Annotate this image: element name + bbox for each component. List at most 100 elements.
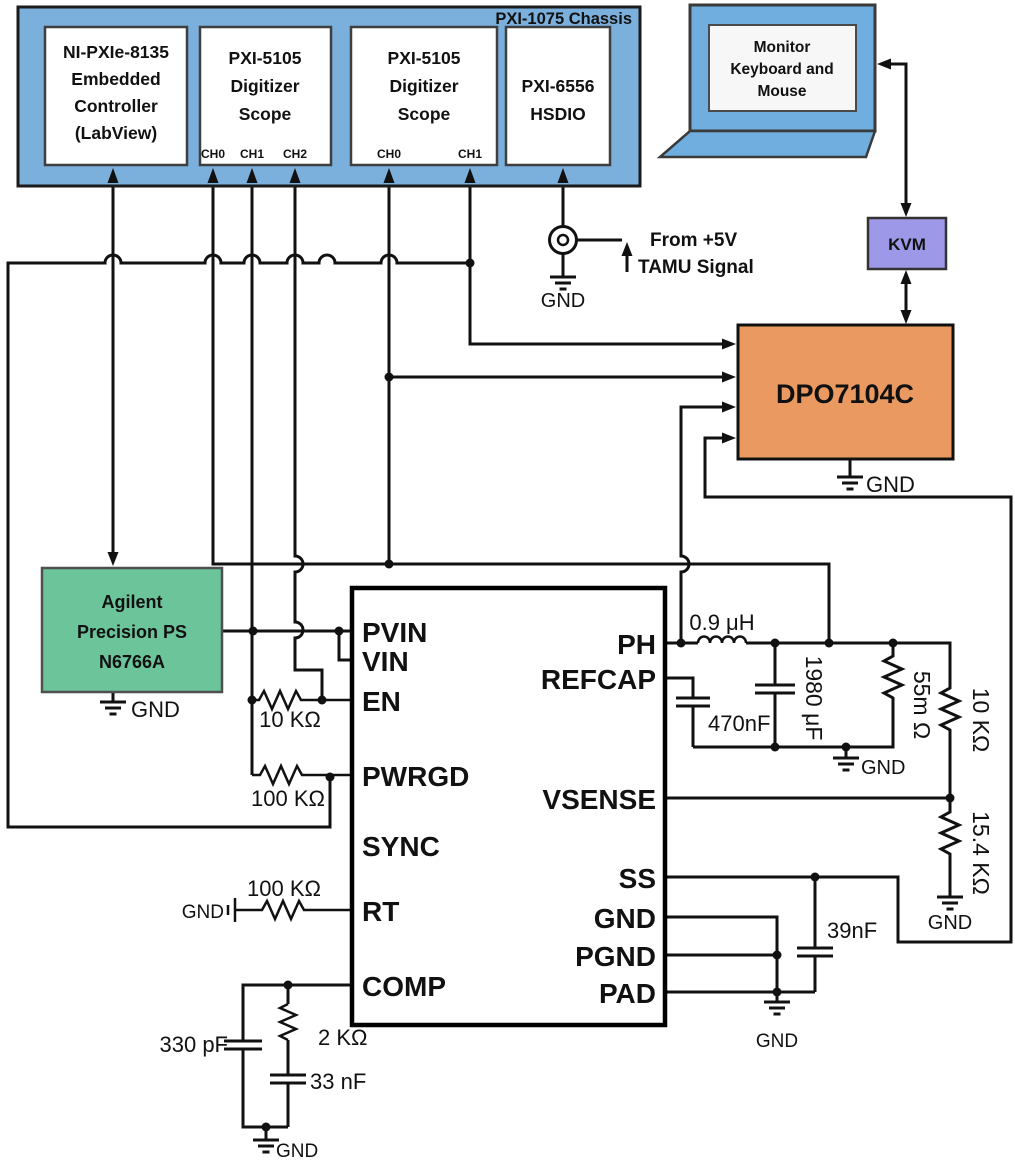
resistor-en-pullup <box>252 687 352 713</box>
gnd-label-supply: GND <box>131 697 180 722</box>
pin-rt: RT <box>362 896 399 927</box>
dig2-ch1-label: CH1 <box>458 147 482 161</box>
arrow-up-icon <box>900 270 912 284</box>
pin-pad: PAD <box>599 978 656 1009</box>
comp-cap2-value: 33 nF <box>310 1069 366 1094</box>
wire-hsdio-bnc <box>561 183 629 277</box>
wire-ch1b-dpo1 <box>468 183 722 346</box>
digitizer2-label: PXI-5105 <box>388 48 461 68</box>
ss-cap-value: 39nF <box>827 918 877 943</box>
arrow-down-icon <box>900 310 912 324</box>
wire-ph-dpo3 <box>679 405 722 643</box>
pwrgd-pullup-value: 100 KΩ <box>251 786 325 811</box>
pin-comp: COMP <box>362 971 446 1002</box>
rt-res-value: 100 KΩ <box>247 876 321 901</box>
ic-pins-right: PH REFCAP VSENSE SS GND PGND PAD <box>541 629 656 1009</box>
resistor-comp <box>276 1002 300 1042</box>
tamu-signal-label: From +5V <box>650 230 737 251</box>
pin-ss: SS <box>619 863 656 894</box>
arrow-up-icon <box>621 242 633 256</box>
monitor-label: Monitor <box>754 39 811 56</box>
dpo-label: DPO7104C <box>776 379 914 409</box>
wire-sense-rail <box>693 643 906 758</box>
gnd-label-fb: GND <box>928 912 972 934</box>
arrow-left-icon <box>877 58 891 70</box>
pin-vsense: VSENSE <box>542 784 656 815</box>
arrow-up-icon <box>207 168 219 183</box>
gnd-label-bnc: GND <box>541 290 585 312</box>
supply-label: Agilent <box>102 592 163 612</box>
dig1-ch0-label: CH0 <box>201 147 225 161</box>
inductor-value: 0.9 μH <box>689 610 754 635</box>
arrow-up-icon <box>464 168 476 183</box>
module-controller <box>43 25 189 167</box>
sense-res-value: 55m Ω <box>909 671 935 739</box>
pin-en: EN <box>362 686 401 717</box>
cap-ss <box>797 877 833 992</box>
arrow-up-icon <box>107 168 119 183</box>
fb-top-value: 10 KΩ <box>968 688 994 753</box>
dig1-ch1-label: CH1 <box>240 147 264 161</box>
arrow-up-icon <box>383 168 395 183</box>
svg-text:Scope: Scope <box>239 104 292 124</box>
module-hsdio <box>504 25 612 167</box>
arrow-up-icon <box>246 168 258 183</box>
svg-text:HSDIO: HSDIO <box>530 104 585 124</box>
arrow-right-icon <box>722 401 736 413</box>
monitor-screen-inner <box>708 24 857 112</box>
fb-bottom-value: 15.4 KΩ <box>968 811 994 895</box>
resistor-pwrgd-pullup <box>252 762 352 788</box>
wire-vin <box>222 629 352 662</box>
en-pullup-value: 10 KΩ <box>259 707 321 732</box>
arrow-right-icon <box>722 338 736 350</box>
pin-pwrgd: PWRGD <box>362 761 469 792</box>
bulk-cap-value: 1980 μF <box>801 656 827 741</box>
wires <box>6 62 1013 1140</box>
svg-text:TAMU Signal: TAMU Signal <box>638 257 754 278</box>
comp-cap1-value: 330 pF <box>160 1032 229 1057</box>
hsdio-label: PXI-6556 <box>522 76 595 96</box>
svg-text:Keyboard and: Keyboard and <box>730 61 833 78</box>
comp-res-value: 2 KΩ <box>318 1025 367 1050</box>
ic-box <box>349 585 668 1028</box>
digitizer1-label: PXI-5105 <box>229 48 302 68</box>
cap-bulk <box>755 643 795 747</box>
svg-text:N6766A: N6766A <box>99 652 165 672</box>
ic-pins-left: PVIN VIN EN PWRGD SYNC RT COMP <box>362 617 469 1002</box>
arrow-up-icon <box>289 168 301 183</box>
wire-rt <box>226 897 352 923</box>
kvm-label: KVM <box>888 235 926 254</box>
wire-ch0-vout <box>211 183 831 643</box>
junction-dots <box>247 258 955 1132</box>
svg-text:Digitizer: Digitizer <box>389 76 458 96</box>
arrow-right-icon <box>722 371 736 383</box>
pin-gnd: GND <box>594 903 656 934</box>
wire-pwrgd-loop <box>6 253 470 829</box>
wire-refcap <box>665 676 710 747</box>
dig2-ch0-label: CH0 <box>377 147 401 161</box>
arrow-up-icon <box>557 168 569 183</box>
pin-pvin: PVIN <box>362 617 427 648</box>
kvm-box <box>866 216 948 271</box>
arrowheads <box>107 58 912 566</box>
gnd-label-pad: GND <box>756 1031 798 1052</box>
gnd-label-comp: GND <box>276 1141 318 1162</box>
wire-vout-dpo2 <box>387 375 722 564</box>
monitor-base <box>656 129 877 159</box>
module-digitizer1 <box>198 25 333 167</box>
pin-vin: VIN <box>362 646 409 677</box>
stub-dpo-gnd <box>111 459 852 702</box>
svg-text:(LabView): (LabView) <box>75 123 157 143</box>
gnd-label-rail: GND <box>861 757 905 779</box>
monitor <box>656 3 877 159</box>
svg-text:Precision PS: Precision PS <box>77 622 187 642</box>
wire-monitor-kvm <box>890 62 908 310</box>
gnd-label-rt: GND <box>182 902 224 923</box>
arrow-down-icon <box>900 203 912 217</box>
chassis-label: PXI-1075 Chassis <box>495 10 632 28</box>
dig1-ch2-label: CH2 <box>283 147 307 161</box>
gnd-icon <box>764 1000 790 1016</box>
gnd-icon <box>100 700 126 716</box>
arrow-down-icon <box>107 552 119 566</box>
